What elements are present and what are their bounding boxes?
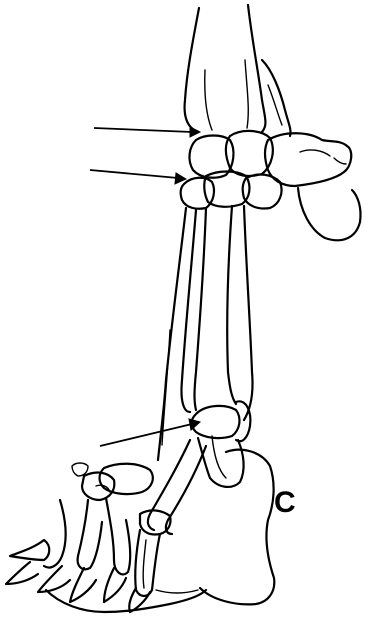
phalanx-bones: [44, 440, 206, 596]
panel-label: C: [274, 486, 296, 519]
fetlock-arrow: [100, 419, 200, 446]
wrist-upper-arrow: [94, 127, 200, 137]
fetlock-joint: [192, 401, 251, 487]
carpal-bones: [181, 131, 352, 209]
metacarpal-bones: [158, 206, 253, 460]
accessory-carpal-pad-outline: [298, 188, 361, 240]
foot-pad-inner-line: [156, 590, 198, 593]
claws: [6, 540, 150, 612]
wrist-lower-arrow: [90, 170, 186, 184]
digital-pad-outline: [200, 450, 274, 605]
forearm-bones: [185, 5, 291, 136]
